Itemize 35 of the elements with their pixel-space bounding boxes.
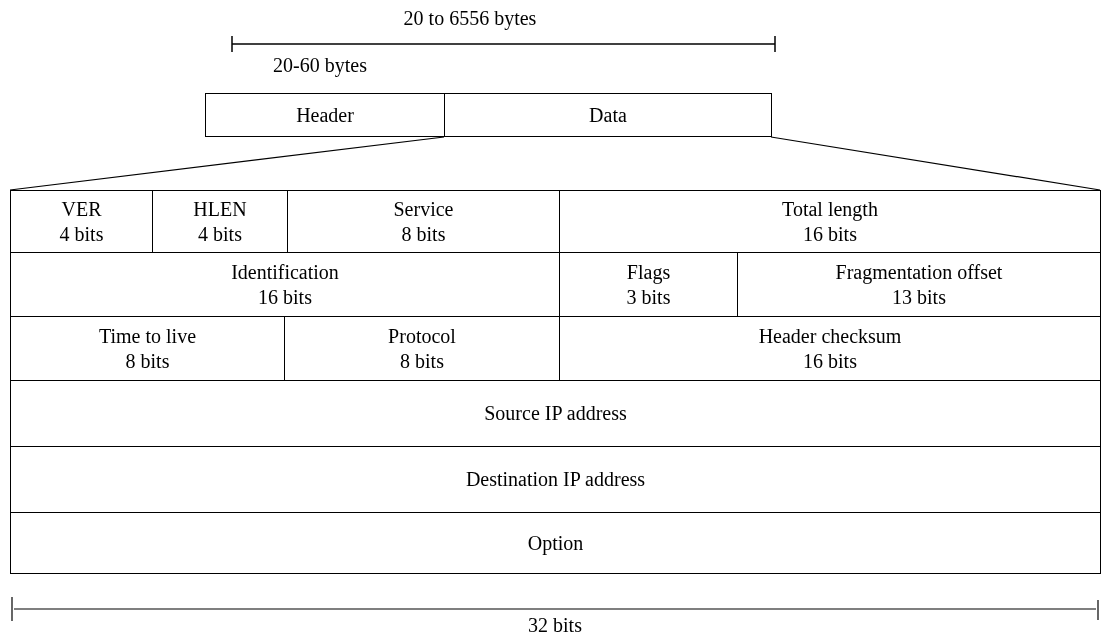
field-name: Protocol — [388, 323, 456, 349]
field-name: Source IP address — [484, 401, 627, 426]
field-name: Time to live — [98, 323, 197, 349]
field-size: 8 bits — [401, 221, 446, 247]
field-cell — [10, 512, 1101, 574]
field-size: 3 bits — [626, 284, 671, 310]
field-size: 16 bits — [803, 348, 857, 374]
field-name: Option — [527, 530, 584, 556]
field-size: 16 bits — [258, 284, 312, 310]
field-cell — [10, 380, 1101, 447]
field-size: 16 bits — [803, 221, 857, 247]
field-name: Identification — [231, 259, 339, 285]
field-name: Service — [393, 196, 454, 222]
field-size: 4 bits — [198, 221, 242, 247]
field-size: 4 bits — [59, 221, 104, 247]
field-cell — [205, 93, 445, 137]
dimension-label: 20 to 6556 bytes — [402, 8, 538, 28]
field-name: Header checksum — [758, 323, 902, 349]
field-cell — [10, 446, 1101, 513]
dimension-label: 32 bits — [527, 615, 583, 635]
field-name: Header — [296, 102, 354, 128]
dimension-label: 20-60 bytes — [272, 55, 368, 75]
field-name: Data — [589, 102, 627, 128]
field-name: Total length — [782, 196, 878, 222]
field-name: HLEN — [193, 196, 247, 222]
field-name: Flags — [626, 259, 671, 285]
field-cell — [559, 190, 1101, 253]
field-name: Destination IP address — [465, 467, 646, 492]
field-name: Fragmentation offset — [835, 259, 1003, 285]
field-size: 8 bits — [400, 348, 444, 374]
field-name: VER — [61, 196, 102, 222]
field-size: 8 bits — [125, 348, 170, 374]
field-size: 13 bits — [892, 284, 946, 310]
field-cell — [10, 190, 153, 253]
field-cell — [444, 93, 772, 137]
